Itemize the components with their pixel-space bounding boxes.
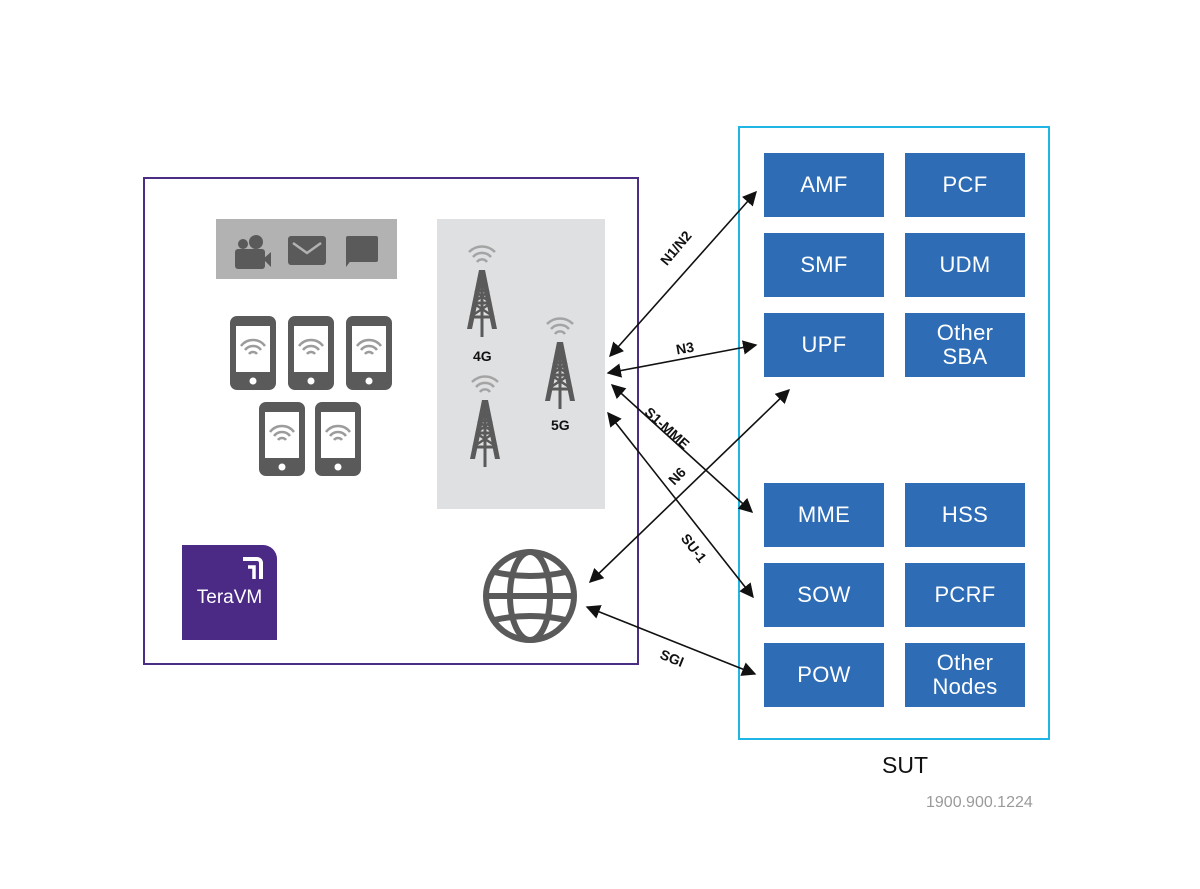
cell-tower-4g-icon [465, 244, 499, 339]
node-udm[interactable]: UDM [905, 233, 1025, 297]
radio-access-panel [437, 219, 605, 509]
node-mme[interactable]: MME [764, 483, 884, 547]
interface-n3-line [606, 340, 758, 378]
cell-tower-4g-secondary-icon [468, 374, 502, 469]
interface-label-n3: N3 [674, 338, 696, 358]
node-pcf[interactable]: PCF [905, 153, 1025, 217]
globe-icon [483, 549, 577, 643]
mobile-device-icon [228, 314, 278, 392]
interface-sgi-line [585, 605, 757, 676]
teravm-logo-text: TeraVM [196, 587, 263, 608]
document-id: 1900.900.1224 [926, 794, 1033, 811]
cell-tower-5g-icon [543, 316, 577, 411]
application-bar [216, 219, 397, 279]
teravm-logo: TeraVM [182, 545, 277, 640]
mobile-device-icon [313, 400, 363, 478]
node-other-nodes[interactable]: Other Nodes [905, 643, 1025, 707]
node-upf[interactable]: UPF [764, 313, 884, 377]
mobile-device-icon [257, 400, 307, 478]
sut-label: SUT [882, 752, 928, 778]
node-smf[interactable]: SMF [764, 233, 884, 297]
video-camera-icon [235, 235, 271, 269]
mail-icon [288, 236, 326, 265]
interface-n1-n2-line [609, 190, 757, 358]
chat-icon [346, 236, 378, 267]
interface-n6-line [588, 389, 791, 583]
node-sow[interactable]: SOW [764, 563, 884, 627]
node-other-sba[interactable]: Other SBA [905, 313, 1025, 377]
node-hss[interactable]: HSS [905, 483, 1025, 547]
mobile-device-icon [286, 314, 336, 392]
node-pcrf[interactable]: PCRF [905, 563, 1025, 627]
tower-label-5g: 5G [551, 417, 570, 433]
teravm-mark-icon [243, 557, 263, 579]
node-pow[interactable]: POW [764, 643, 884, 707]
node-amf[interactable]: AMF [764, 153, 884, 217]
mobile-device-icon [344, 314, 394, 392]
tower-label-4g: 4G [473, 348, 492, 364]
